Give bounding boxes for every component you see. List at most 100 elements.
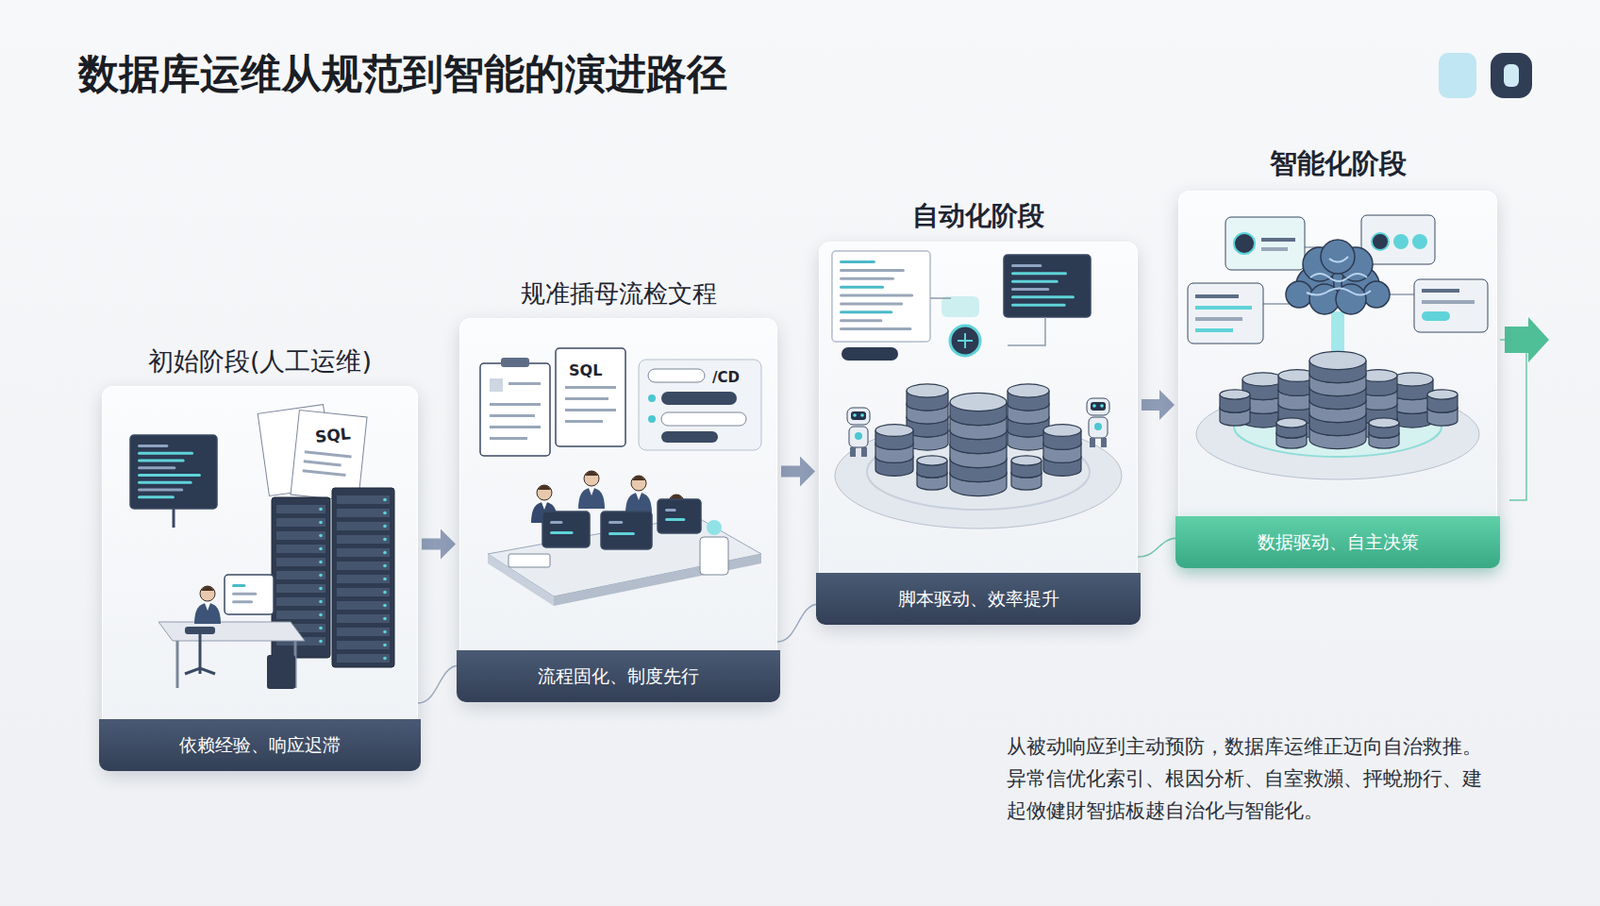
illustration-part	[1011, 271, 1067, 275]
illustration-part	[839, 294, 914, 298]
illustration-part	[184, 626, 216, 634]
illustration-part	[1100, 437, 1107, 448]
illustration-part	[336, 627, 390, 636]
stage-bar: 依赖经验、响应迟滞	[99, 718, 421, 771]
illustration-part	[487, 553, 554, 606]
illustration-part	[565, 397, 609, 400]
stage-heading: 智能化阶段	[1269, 145, 1407, 184]
illustration-part	[854, 432, 863, 440]
illustration-part	[555, 348, 626, 447]
illustration-part	[318, 600, 323, 604]
stage-illustration	[459, 317, 778, 650]
illustration-part	[648, 394, 656, 402]
caption-text: 从被动响应到主动预防，数据库运维正迈向自治救推。异常信优化索引、根因分析、自室救…	[1006, 730, 1490, 827]
stage-heading: 规准插母流检文程	[520, 277, 717, 311]
illustration-part	[318, 639, 323, 644]
illustration-part	[137, 473, 201, 477]
stage-heading: 初始阶段(人工运维)	[148, 344, 372, 379]
illustration-part	[383, 524, 387, 529]
illustration-part	[1092, 403, 1097, 408]
illustration-part	[1414, 279, 1488, 333]
illustration-part	[600, 511, 652, 550]
illustration-part	[1003, 254, 1091, 317]
illustration-part	[508, 382, 541, 385]
illustration-part	[489, 436, 528, 440]
illustration-part	[583, 470, 600, 486]
illustration-part	[232, 600, 253, 603]
illustration-part	[383, 590, 387, 595]
illustration-part	[137, 459, 185, 463]
illustration-part	[137, 481, 193, 484]
illustration-part	[204, 602, 211, 611]
illustration-part	[172, 508, 176, 528]
illustration-part	[303, 459, 342, 467]
illustration-part	[565, 385, 617, 389]
illustration-part	[839, 285, 884, 289]
stage-card: 自动化阶段脚本驱动、效率提升	[818, 241, 1138, 625]
illustration-part	[489, 414, 535, 417]
illustration-part	[276, 544, 326, 553]
stage-illustration	[101, 385, 418, 719]
illustration-part	[550, 531, 574, 534]
illustration-part	[631, 475, 647, 491]
illustration-part	[137, 466, 176, 469]
illustration-part	[550, 520, 564, 524]
illustration-part	[336, 548, 390, 557]
illustration-part	[276, 504, 326, 514]
illustration-part	[232, 583, 246, 587]
stage-illustration	[1178, 190, 1498, 517]
illustration-part	[336, 653, 390, 663]
illustration-part	[383, 550, 387, 555]
illustration-part	[850, 411, 867, 420]
illustration-part	[276, 583, 326, 593]
illustration-part	[1427, 389, 1458, 400]
illustration-part	[588, 487, 595, 496]
illustration-part	[489, 402, 541, 406]
illustration-part	[276, 597, 326, 606]
illustration-part	[839, 310, 893, 314]
stage-connector	[781, 466, 802, 478]
illustration-part	[489, 378, 503, 392]
stage-bar: 流程固化、制度先行	[456, 650, 781, 702]
illustration-part	[1421, 311, 1450, 321]
illustration-part	[537, 484, 551, 490]
illustration-part	[632, 475, 646, 481]
illustration-part	[1100, 403, 1104, 408]
illustration-part	[200, 585, 215, 591]
illustration-part	[950, 325, 981, 356]
illustration-part	[318, 547, 323, 551]
stage-connector	[1141, 399, 1162, 411]
logo-mark	[1503, 64, 1519, 87]
illustration-part	[1011, 303, 1067, 307]
illustration-part	[839, 268, 905, 272]
illustration-part	[648, 415, 656, 423]
illustration-part	[318, 573, 323, 578]
illustration-part	[1011, 295, 1075, 299]
illustration-part	[541, 501, 548, 510]
illustration-part	[635, 492, 642, 500]
thin-link	[417, 665, 460, 703]
illustration-part	[137, 495, 175, 499]
illustration-part	[383, 603, 387, 608]
illustration-part	[1088, 416, 1108, 438]
illustration-part	[1011, 455, 1042, 466]
illustration-part	[176, 640, 180, 688]
illustration-part	[1261, 247, 1288, 251]
illustration-part	[194, 602, 221, 624]
illustration-part	[336, 495, 390, 504]
illustration-part	[850, 447, 856, 457]
stage-heading: 自动化阶段	[912, 198, 1045, 234]
illustration-label: SQL	[568, 361, 602, 380]
illustration-part	[383, 630, 387, 634]
thin-link	[777, 603, 819, 642]
illustration-part	[158, 621, 305, 641]
illustration-part	[1393, 233, 1409, 250]
illustration-part	[184, 667, 216, 674]
illustration-part	[841, 347, 899, 361]
illustration-part	[1011, 287, 1050, 291]
illustration-part	[950, 392, 1007, 411]
illustration-part	[489, 425, 541, 429]
illustration-part	[1043, 424, 1082, 437]
illustration-part	[332, 487, 395, 667]
illustration-label: SQL	[314, 423, 351, 447]
